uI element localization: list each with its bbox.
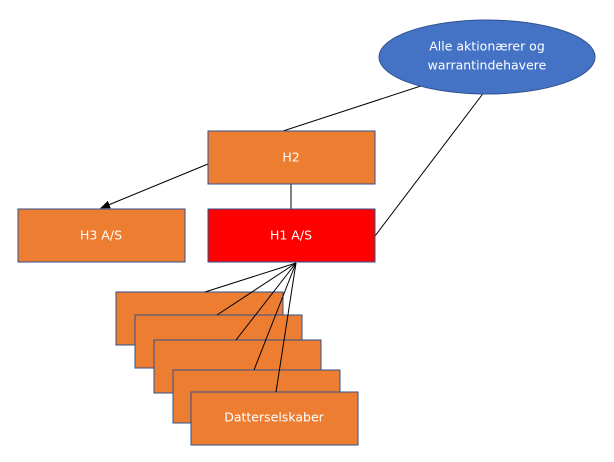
edge-h1-subsidiary-5 (275, 262, 297, 393)
edge-h1-subsidiary-3 (235, 262, 297, 341)
edge-shareholders-h1 (374, 86, 489, 237)
shareholders-node (378, 19, 596, 95)
edge-h1-subsidiary-4 (253, 262, 297, 371)
subsidiaries-label: Datterselskaber (224, 410, 324, 425)
h2-node (207, 130, 376, 185)
subsidiary-box-5 (190, 391, 359, 446)
edge-h2-h3-arrow (100, 163, 209, 209)
h3-label: H3 A/S (80, 228, 122, 243)
edge-shareholders-h2 (282, 82, 431, 132)
h3-node (17, 208, 186, 263)
h2-label: H2 (282, 150, 299, 165)
edge-h1-subsidiary-1 (204, 262, 297, 293)
h1-label: H1 A/S (270, 228, 312, 243)
shareholders-label-line2: warrantindehavere (428, 58, 547, 73)
edge-h1-subsidiary-2 (216, 262, 297, 316)
shareholders-label-line1: Alle aktionærer og (429, 39, 545, 54)
h1-node (207, 208, 376, 263)
